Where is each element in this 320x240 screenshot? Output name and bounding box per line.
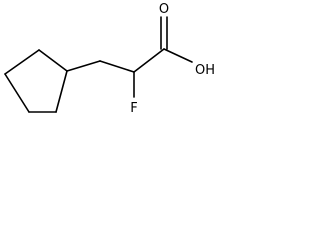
cyclopentane-ring xyxy=(4,49,68,113)
ch2-to-chf-bond xyxy=(99,60,135,73)
ring-to-ch2-bond xyxy=(66,60,101,72)
ring-bond xyxy=(4,49,40,75)
ring-bond xyxy=(55,70,68,113)
hydroxyl-label: OH xyxy=(195,63,215,78)
c-oh-bond xyxy=(163,48,193,63)
ring-bond xyxy=(4,73,30,113)
ring-bond xyxy=(38,49,68,72)
chemical-structure: O OH F xyxy=(4,2,215,116)
fluorine-label: F xyxy=(130,101,137,116)
carbonyl-oxygen-label: O xyxy=(159,2,169,17)
chf-to-carboxyl-bond xyxy=(133,48,165,73)
